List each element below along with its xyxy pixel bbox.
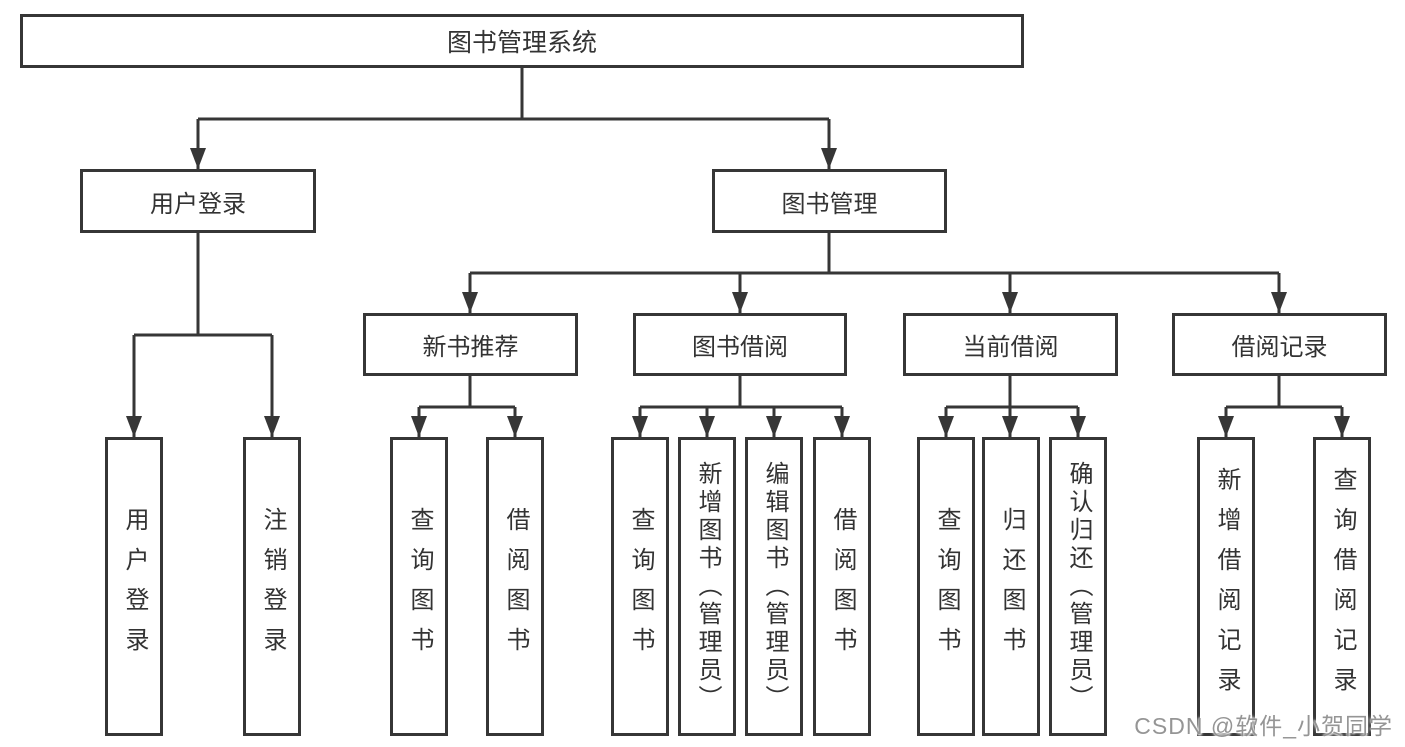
connector-book-borrow-children	[632, 376, 850, 437]
leaf-borrow-books-recommend-label: 借阅图书	[502, 506, 529, 667]
connector-current-borrow-children	[938, 376, 1086, 437]
node-book-management: 图书管理	[712, 169, 947, 233]
leaf-add-book-admin-label: 新增图书（管理员）	[694, 460, 721, 713]
leaf-confirm-return-admin: 确认归还（管理员）	[1049, 437, 1107, 736]
connector-root-to-level2	[190, 68, 837, 169]
leaf-return-book-label: 归还图书	[998, 506, 1025, 667]
node-book-management-label: 图书管理	[781, 190, 878, 218]
leaf-confirm-return-admin-label: 确认归还（管理员）	[1065, 460, 1092, 713]
connector-borrow-records-children	[1218, 376, 1350, 437]
leaf-return-book: 归还图书	[982, 437, 1040, 736]
connector-new-book-children	[411, 376, 523, 437]
leaf-query-books-borrow-label: 查询图书	[627, 506, 654, 667]
node-book-borrow-label: 图书借阅	[692, 334, 788, 361]
node-borrow-records: 借阅记录	[1172, 313, 1387, 376]
leaf-query-books-recommend-label: 查询图书	[406, 506, 433, 667]
node-book-borrow: 图书借阅	[633, 313, 847, 376]
leaf-add-borrow-record-label: 新增借阅记录	[1213, 466, 1240, 707]
connector-book-management-children	[462, 233, 1287, 313]
leaf-logout: 注销登录	[243, 437, 301, 736]
leaf-borrow-books-recommend: 借阅图书	[486, 437, 544, 736]
node-current-borrow-label: 当前借阅	[962, 334, 1059, 361]
leaf-borrow-books-borrow-label: 借阅图书	[829, 506, 856, 667]
node-user-login: 用户登录	[80, 169, 316, 233]
connector-user-login-children	[126, 233, 280, 437]
leaf-query-books-current: 查询图书	[917, 437, 975, 736]
leaf-query-borrow-record: 查询借阅记录	[1313, 437, 1371, 736]
leaf-user-login-label: 用户登录	[121, 506, 148, 667]
node-new-book-recommend-label: 新书推荐	[422, 334, 519, 361]
leaf-add-borrow-record: 新增借阅记录	[1197, 437, 1255, 736]
node-current-borrow: 当前借阅	[903, 313, 1118, 376]
node-borrow-records-label: 借阅记录	[1231, 334, 1328, 361]
leaf-add-book-admin: 新增图书（管理员）	[678, 437, 736, 736]
leaf-query-borrow-record-label: 查询借阅记录	[1329, 466, 1356, 707]
leaf-edit-book-admin: 编辑图书（管理员）	[745, 437, 803, 736]
csdn-watermark: CSDN @软件_小贺同学	[1134, 713, 1393, 739]
node-user-login-label: 用户登录	[150, 190, 246, 218]
leaf-query-books-current-label: 查询图书	[933, 506, 960, 667]
leaf-query-books-borrow: 查询图书	[611, 437, 669, 736]
node-root: 图书管理系统	[20, 14, 1024, 68]
leaf-borrow-books-borrow: 借阅图书	[813, 437, 871, 736]
leaf-edit-book-admin-label: 编辑图书（管理员）	[761, 460, 788, 713]
node-root-label: 图书管理系统	[446, 29, 597, 57]
leaf-query-books-recommend: 查询图书	[390, 437, 448, 736]
leaf-logout-label: 注销登录	[259, 506, 286, 667]
leaf-user-login: 用户登录	[105, 437, 163, 736]
node-new-book-recommend: 新书推荐	[363, 313, 578, 376]
